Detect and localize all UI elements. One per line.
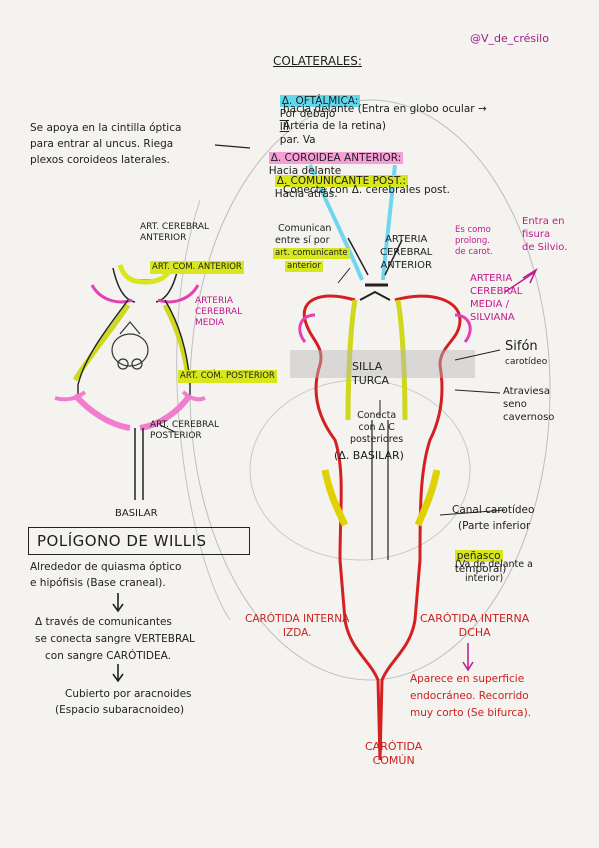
coroidea-label: Δ. COROIDEA ANTERIOR: (268, 152, 404, 164)
canal-line3: peñasco temporal) (448, 537, 506, 576)
poligono-title-box: POLÍGONO DE WILLIS (28, 527, 250, 555)
label-silla-turca: SILLA TURCA (352, 360, 390, 387)
label-sifon-sub: carotídeo (505, 357, 548, 367)
left-willis-diagram (54, 264, 216, 500)
silla-turca-band (290, 350, 475, 378)
poligono-line1: Alrededor de quiasma óptico (30, 561, 182, 573)
oftalmica-label: Δ. OFTÁLMICA: (279, 95, 361, 107)
petrous-highlight-left (321, 469, 349, 527)
internal-carotid-left-line (302, 294, 382, 761)
oftalmica-text1: Por debajo (279, 108, 336, 120)
label-basilar-left: BASILAR (115, 508, 158, 519)
aparece-line1: Aparece en superficie (410, 673, 525, 685)
comunican-line2: entre sí por (275, 235, 330, 246)
oftalmica-line3: Arteria de la retina) (283, 120, 387, 132)
label-sifon: Sifón (505, 339, 538, 354)
aparece-line3: muy corto (Se bifurca). (410, 707, 532, 719)
poligono-line5: con sangre CARÓTIDEA. (45, 650, 171, 662)
brainstem-sketch (249, 379, 471, 561)
label-basilar-center: (Δ. BASILAR) (334, 449, 404, 462)
label-cerebral-anterior-left: ART. CEREBRAL ANTERIOR (140, 222, 210, 243)
left-note-line2: para entrar al uncus. Riega (30, 138, 174, 150)
label-carotida-dcha: CARÓTIDA INTERNA DCHA (420, 612, 530, 639)
canal-line2: (Parte inferior (458, 520, 531, 532)
label-com-posterior-left: ART. COM. POSTERIOR (178, 370, 277, 383)
comunicante-label: Δ. COMUNICANTE POST.: (274, 175, 408, 187)
poligono-line4: se conecta sangre VERTEBRAL (35, 633, 195, 645)
canal-temporal: temporal) (454, 563, 507, 575)
petrous-highlight-right (414, 469, 441, 527)
left-note-line3: plexos coroideos laterales. (30, 154, 170, 166)
coroidea-line: Δ. COROIDEA ANTERIOR: Hacia delante (262, 139, 404, 178)
poligono-line3: Δ través de comunicantes (35, 616, 172, 628)
prolong-note: Es como prolong. de carot. (455, 225, 493, 257)
label-carotida-izq: CARÓTIDA INTERNA IZDA. (245, 613, 350, 639)
comunican-line1: Comunican (278, 223, 332, 234)
label-carotida-comun: CARÓTIDA COMÚN (365, 740, 423, 767)
canal-line1: Canal carotídeo (452, 504, 535, 516)
oftalmica-text2: par. Va (279, 134, 316, 146)
oftalmica-nerve: III (279, 121, 289, 133)
aparece-line2: endocráneo. Recorrido (410, 690, 529, 702)
poligono-title: POLÍGONO DE WILLIS (37, 532, 207, 550)
coroidea-text: Hacia delante (268, 165, 342, 177)
watermark: @V_de_crésilo (470, 32, 549, 45)
colaterales-title: COLATERALES: (273, 54, 362, 68)
arrow-to-coroidea (214, 144, 251, 149)
comunicante-line: Δ. COMUNICANTE POST.: Hacia atrás. (268, 162, 408, 201)
canal-line4: (Va de delante a (455, 559, 533, 570)
comunicante-line2: Conecta con Δ. cerebrales post. (283, 184, 450, 196)
comunican-line3: art. comunicante (273, 248, 350, 259)
poligono-line6: Cubierto por aracnoides (65, 688, 192, 700)
label-atraviesa: Atraviesa seno cavernoso (503, 386, 555, 423)
label-cerebral-media-left: ARTERIA CEREBRAL MEDIA (195, 296, 243, 328)
comunicante-text: Hacia atrás. (274, 188, 338, 200)
poligono-line7: (Espacio subaracnoideo) (55, 704, 185, 716)
poligono-line2: e hipófisis (Base craneal). (30, 577, 166, 589)
oftalmica-line2: hacia delante (Entra en globo ocular → (283, 103, 487, 115)
entra-fisura-note: Entra en fisura de Silvio. (522, 216, 568, 253)
oftalmica-line: Δ. OFTÁLMICA: Por debajo III par. Va (273, 82, 361, 147)
canal-line5: interior) (465, 573, 504, 584)
left-note-line1: Se apoya en la cintilla óptica (30, 122, 182, 134)
label-conecta: Conecta con Δ C posteriores (350, 410, 404, 445)
label-arteria-cerebral-anterior: ARTERIA CEREBRAL ANTERIOR (380, 234, 433, 271)
canal-peñasco: peñasco (454, 550, 503, 562)
label-cerebral-posterior-left: ART. CEREBRAL POSTERIOR (150, 420, 220, 441)
label-arteria-media: ARTERIA CEREBRAL MEDIA / SILVIANA (470, 273, 523, 323)
label-com-anterior-left: ART. COM. ANTERIOR (150, 261, 244, 274)
comunican-line4: anterior (285, 261, 323, 272)
